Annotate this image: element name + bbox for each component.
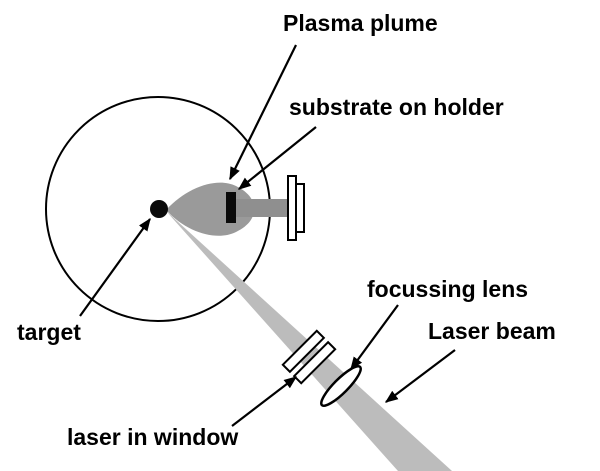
laser-beam-arrow: [384, 349, 456, 403]
flange-shape: [287, 175, 305, 241]
substrate-shape: [226, 192, 236, 223]
substrate-on-holder-label: substrate on holder: [289, 94, 504, 120]
laser-window-arrow: [231, 376, 298, 427]
laser-in-window-label: laser in window: [67, 424, 239, 450]
laser-window-pane-1: [281, 329, 326, 374]
plasma-plume-arrow: [229, 44, 297, 181]
flange-inner: [295, 183, 305, 233]
target-dot: [150, 200, 168, 218]
focussing-lens-arrow: [350, 304, 399, 371]
target-label: target: [17, 319, 81, 345]
plasma-plume-label: Plasma plume: [283, 10, 438, 36]
laser-window-shape: [281, 329, 337, 385]
laser-beam-label: Laser beam: [428, 318, 556, 344]
substrate-arrow: [237, 126, 317, 190]
holder-arm-shape: [236, 199, 290, 217]
flange-outer: [287, 175, 297, 241]
target-arrow: [79, 217, 151, 317]
laser-window-pane-2: [292, 340, 337, 385]
focussing-lens-label: focussing lens: [367, 276, 529, 302]
